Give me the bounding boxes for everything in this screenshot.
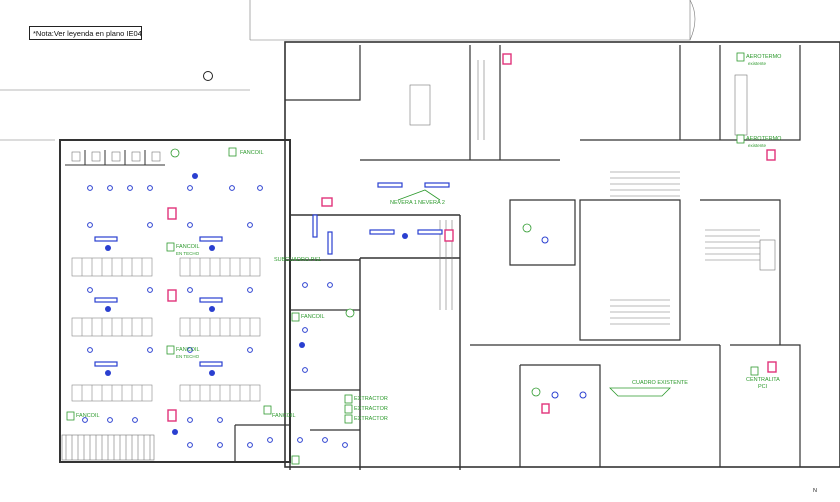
hvac-equipment xyxy=(66,52,759,465)
panel-box xyxy=(444,229,454,242)
panel-box xyxy=(321,197,333,207)
subcuadro-label: SUBCUADRO PS1 xyxy=(274,257,322,263)
building-walls xyxy=(59,41,840,470)
panel-box xyxy=(502,53,512,65)
fancoil-label-4: FANCOIL xyxy=(76,413,100,419)
light-bar xyxy=(369,229,395,235)
site-context xyxy=(0,0,696,141)
aerotermo-label-2: AEROTERMO xyxy=(746,136,782,142)
light-bar xyxy=(199,236,223,242)
nevera-2-label: NEVERA 2 xyxy=(418,200,445,206)
light-bar xyxy=(94,297,118,303)
light-bar xyxy=(94,236,118,242)
panel-box xyxy=(167,409,177,422)
fancoil-label-2: FANCOIL xyxy=(176,244,200,250)
panel-box xyxy=(167,289,177,302)
light-bar xyxy=(199,361,223,367)
fancoil-label-6: FANCOIL xyxy=(272,413,296,419)
panel-box xyxy=(766,149,776,161)
light-bar xyxy=(94,361,118,367)
pci-label: PCI xyxy=(758,384,768,390)
desk-rows xyxy=(71,257,261,402)
north-point-marker xyxy=(203,71,213,81)
existente-label-1: existente xyxy=(748,61,767,66)
extractor-label-2: EXTRACTOR xyxy=(354,406,388,412)
light-bar xyxy=(377,182,403,188)
panel-box xyxy=(767,361,777,373)
existente-label-2: existente xyxy=(748,143,767,148)
panel-box xyxy=(541,403,550,414)
north-label: N xyxy=(813,488,817,494)
cuadro-existente-label: CUADRO EXISTENTE xyxy=(632,380,688,386)
light-bar xyxy=(327,231,333,255)
stairs xyxy=(439,60,760,325)
extractor-label-1: EXTRACTOR xyxy=(354,396,388,402)
nevera-1-label: NEVERA 1 xyxy=(390,200,417,206)
light-bar xyxy=(424,182,450,188)
light-points xyxy=(82,173,587,448)
aerotermo-label-1: AEROTERMO xyxy=(746,54,782,60)
centralita-label: CENTRALITA xyxy=(746,377,780,383)
panel-box xyxy=(167,207,177,220)
fancoil-label-3: FANCOIL xyxy=(176,347,200,353)
electrical-panels xyxy=(167,53,777,422)
light-bar xyxy=(312,214,318,238)
legend-note: *Nota:Ver leyenda en plano IE04 xyxy=(29,26,142,40)
extractor-label-3: EXTRACTOR xyxy=(354,416,388,422)
light-bar xyxy=(199,297,223,303)
fancoil-label-1: FANCOIL xyxy=(240,150,264,156)
en-techo-label-2: EN TECHO xyxy=(176,354,200,359)
lighting-bars xyxy=(94,182,450,367)
fancoil-label-5: FANCOIL xyxy=(301,314,325,320)
restroom-stalls xyxy=(65,150,165,166)
light-bar xyxy=(417,229,443,235)
en-techo-label-1: EN TECHO xyxy=(176,251,200,256)
